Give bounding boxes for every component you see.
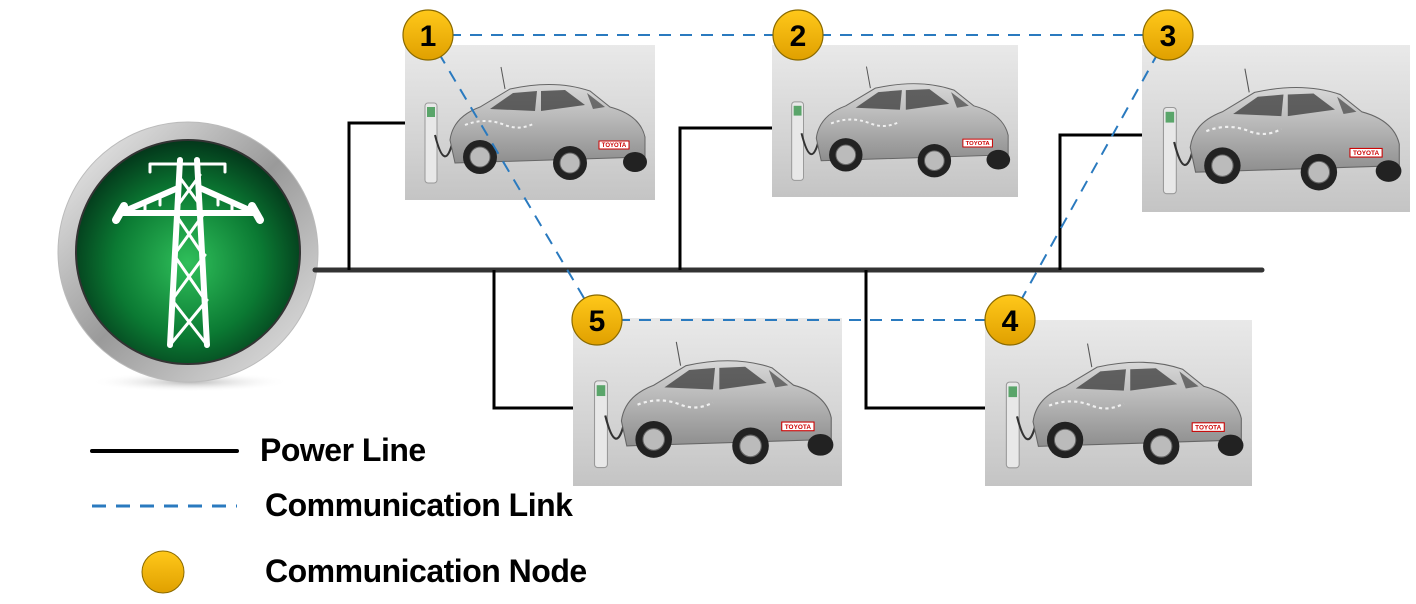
legend-communication-node-swatch bbox=[141, 550, 185, 594]
node-label: 4 bbox=[1002, 305, 1019, 338]
license-plate bbox=[962, 138, 993, 148]
vehicle-badge-text: TOYOTA bbox=[1195, 424, 1221, 431]
electric-car-icon: TOYOTA bbox=[1189, 68, 1402, 191]
power-line-vehicle-4 bbox=[864, 270, 985, 410]
vehicle-badge-text: TOYOTA bbox=[602, 143, 627, 149]
vehicle-photo-2: TOYOTA bbox=[772, 45, 1018, 197]
vehicle-photo-5: TOYOTA bbox=[573, 318, 842, 486]
electric-car-icon: TOYOTA bbox=[1032, 343, 1244, 465]
communication-node-3: 3 bbox=[1142, 9, 1194, 61]
node-circle bbox=[772, 9, 824, 61]
power-transmission-tower-icon bbox=[112, 157, 264, 348]
vehicle-badge-text: TOYOTA bbox=[1353, 150, 1380, 157]
license-plate bbox=[1191, 422, 1225, 432]
electric-car-icon: TOYOTA bbox=[815, 66, 1011, 178]
communication-node-4: 4 bbox=[984, 294, 1036, 346]
power-line-vehicle-5 bbox=[492, 270, 573, 410]
vehicle-photo-1: TOYOTA bbox=[405, 45, 655, 200]
legend-communication-node-label: Communication Node bbox=[265, 553, 587, 589]
vehicle-badge-text: TOYOTA bbox=[966, 141, 991, 147]
communication-nodes: 1 2 3 4 5 bbox=[402, 9, 1194, 346]
node-circle bbox=[402, 9, 454, 61]
node-circle bbox=[984, 294, 1036, 346]
charging-station-icon bbox=[424, 102, 454, 184]
communication-links bbox=[427, 34, 1169, 321]
communication-link-1-5 bbox=[427, 34, 598, 321]
vehicle-photo-3: TOYOTA bbox=[1142, 45, 1410, 212]
legend-power-line-label: Power Line bbox=[260, 432, 426, 468]
node-label: 2 bbox=[790, 20, 807, 53]
communication-node-1: 1 bbox=[402, 9, 454, 61]
legend-communication-link-label: Communication Link bbox=[265, 487, 573, 523]
vehicle-badge-text: TOYOTA bbox=[785, 424, 812, 431]
electric-car-icon: TOYOTA bbox=[620, 341, 834, 465]
license-plate bbox=[1349, 147, 1383, 158]
communication-node-2: 2 bbox=[772, 9, 824, 61]
power-source-icon bbox=[57, 121, 319, 392]
power-line-vehicle-3 bbox=[1058, 133, 1142, 270]
electric-car-icon: TOYOTA bbox=[449, 66, 647, 180]
node-circle bbox=[571, 294, 623, 346]
power-lines bbox=[312, 121, 1265, 410]
vehicles: TOYOTA TOYOTA TOYOTA TOYOTA TOYOTA bbox=[405, 45, 1410, 486]
legend bbox=[90, 449, 239, 594]
license-plate bbox=[598, 140, 630, 150]
node-label: 5 bbox=[589, 305, 606, 338]
node-label: 3 bbox=[1160, 20, 1177, 53]
power-line-vehicle-2 bbox=[678, 126, 772, 270]
power-line-vehicle-1 bbox=[347, 121, 405, 270]
node-label: 1 bbox=[420, 20, 437, 53]
node-circle bbox=[1142, 9, 1194, 61]
license-plate bbox=[781, 421, 815, 432]
charging-station-icon bbox=[1005, 381, 1038, 469]
vehicle-photo-4: TOYOTA bbox=[985, 320, 1252, 486]
communication-node-5: 5 bbox=[571, 294, 623, 346]
